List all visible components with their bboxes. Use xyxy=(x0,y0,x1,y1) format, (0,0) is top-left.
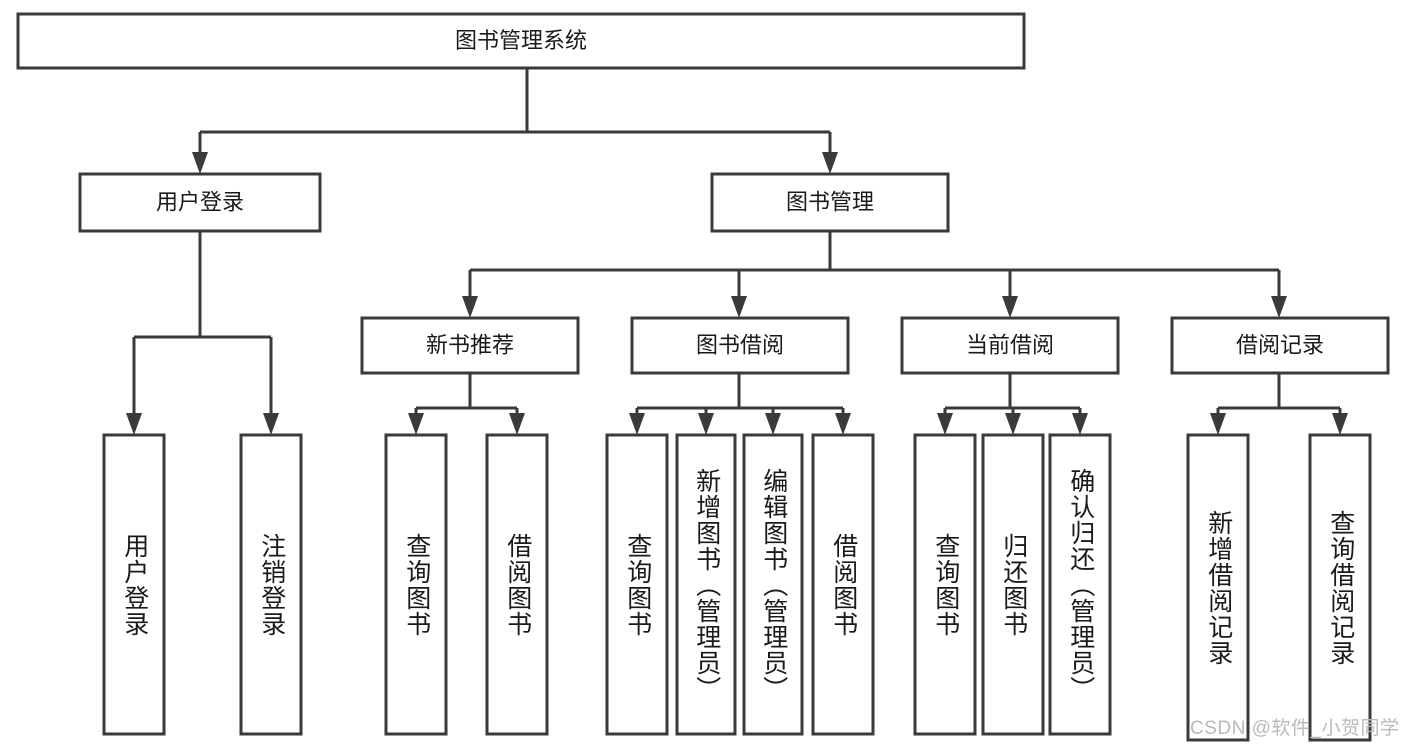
arrow-head-icon xyxy=(937,413,953,435)
leaf-node-leaf-query-book-1[interactable] xyxy=(384,433,448,736)
node-label-borrow-record: 借阅记录 xyxy=(1236,332,1324,357)
arrow-head-icon xyxy=(462,296,478,318)
node-label-root: 图书管理系统 xyxy=(455,28,587,53)
arrow-head-icon xyxy=(1072,413,1088,435)
arrow-head-icon xyxy=(765,413,781,435)
level3-node-borrow-record[interactable] xyxy=(1170,316,1390,375)
arrow-head-icon xyxy=(835,413,851,435)
leaf-node-leaf-borrow-book-2[interactable] xyxy=(811,433,875,736)
arrow-head-icon xyxy=(698,413,714,435)
level2-node-user-login[interactable] xyxy=(78,172,322,233)
leaf-node-leaf-return-book[interactable] xyxy=(981,433,1045,736)
leaf-node-leaf-query-book-3[interactable] xyxy=(913,433,977,736)
leaf-node-leaf-logout-login[interactable] xyxy=(239,433,303,736)
arrow-head-icon xyxy=(1002,296,1018,318)
arrow-head-icon xyxy=(263,413,279,435)
connector-c-currentborrow-to-leaves xyxy=(937,373,1088,435)
leaf-node-leaf-query-book-2[interactable] xyxy=(605,433,669,736)
connector-c-newbook-to-leaves xyxy=(408,373,525,435)
arrow-head-icon xyxy=(192,152,208,174)
node-label-new-book-recommend: 新书推荐 xyxy=(426,332,514,357)
arrow-head-icon xyxy=(731,296,747,318)
arrow-head-icon xyxy=(126,413,142,435)
node-boxes-layer xyxy=(16,12,1390,742)
level3-node-book-borrow[interactable] xyxy=(630,316,850,375)
connector-c-bookborrow-to-leaves xyxy=(629,373,851,435)
level3-node-new-book-recommend[interactable] xyxy=(360,316,580,375)
leaf-node-leaf-confirm-return-admin[interactable] xyxy=(1048,433,1112,736)
arrow-head-icon xyxy=(1005,413,1021,435)
leaf-node-leaf-user-login[interactable] xyxy=(102,433,166,736)
connector-edges-layer xyxy=(126,68,1348,435)
leaf-node-leaf-add-book-admin[interactable] xyxy=(675,433,737,736)
node-label-current-borrow: 当前借阅 xyxy=(966,332,1054,357)
level3-node-current-borrow[interactable] xyxy=(900,316,1120,375)
connector-c-bookmanage-to-level3 xyxy=(462,231,1287,318)
leaf-node-leaf-borrow-book-1[interactable] xyxy=(485,433,549,736)
level2-node-book-manage[interactable] xyxy=(710,172,950,233)
watermark-text: CSDN @软件_小贺同学 xyxy=(1190,718,1400,739)
arrow-head-icon xyxy=(408,413,424,435)
arrow-head-icon xyxy=(1271,296,1287,318)
connector-c-userlogin-to-leaves xyxy=(126,231,279,435)
arrow-head-icon xyxy=(1210,413,1226,435)
arrow-head-icon xyxy=(1332,413,1348,435)
leaf-node-leaf-query-borrow-record[interactable] xyxy=(1308,433,1372,742)
leaf-node-leaf-add-borrow-record[interactable] xyxy=(1186,433,1250,742)
arrow-head-icon xyxy=(822,152,838,174)
root-node-root[interactable] xyxy=(16,12,1026,70)
node-label-book-borrow: 图书借阅 xyxy=(696,332,784,357)
arrow-head-icon xyxy=(629,413,645,435)
arrow-head-icon xyxy=(509,413,525,435)
node-label-user-login: 用户登录 xyxy=(156,189,244,214)
node-label-book-manage: 图书管理 xyxy=(786,189,874,214)
connector-c-root-to-level2 xyxy=(192,68,838,174)
connector-c-borrowrecord-to-leaves xyxy=(1210,373,1348,435)
leaf-node-leaf-edit-book-admin[interactable] xyxy=(742,433,804,736)
